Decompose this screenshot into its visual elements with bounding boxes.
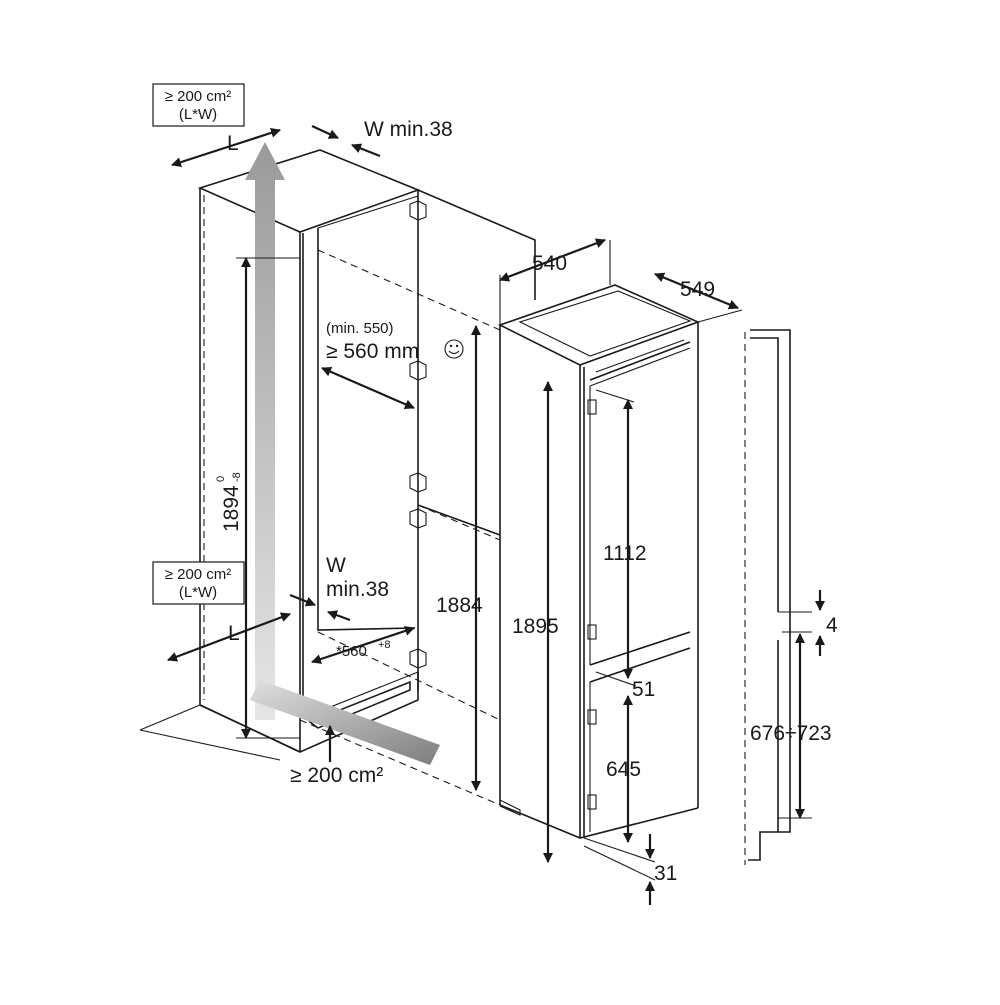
label-549: 549 [680,278,715,301]
label-51: 51 [632,678,655,701]
vent-box-mid: ≥ 200 cm² (L*W) [152,561,245,605]
label-w-min38-top: W min.38 [364,118,453,141]
label-540: 540 [532,252,567,275]
dim-w-top-b [351,143,381,158]
label-31: 31 [654,862,677,885]
appliance-body [497,284,701,839]
label-1894-group: 1894 0 -8 [215,472,243,532]
dim-w-top-a [311,125,339,139]
label-645: 645 [606,758,641,781]
label-niche-height: 1894 [220,485,243,532]
door-profile [744,329,812,865]
dim-w-mid-b [327,610,351,622]
label-vent-bottom: ≥ 200 cm² [290,764,383,787]
vent-box-mid-line2: (L*W) [179,584,217,601]
smiley-icon [444,339,464,359]
dim-560mm [321,366,415,410]
vent-box-top: ≥ 200 cm² (L*W) [152,83,245,127]
label-4: 4 [826,614,838,637]
label-niche-depth: *560 [336,643,367,660]
label-min38-mid: min.38 [326,578,389,601]
label-w-mid: W [326,554,346,577]
dim-540 [499,238,606,282]
dim-L-top [171,128,281,167]
label-L-bottom: L [228,622,240,645]
dim-w-mid-a [289,593,316,607]
vent-box-top-line2: (L*W) [179,106,217,123]
label-1895: 1895 [512,615,559,638]
vent-box-mid-line1: ≥ 200 cm² [165,566,232,583]
dim-L-bottom [167,612,291,662]
dim-560-depth [311,626,415,664]
airflow-arrow-icon [245,142,440,765]
label-min560: ≥ 560 mm [326,340,419,363]
label-1112: 1112 [603,542,647,565]
dim-549 [654,272,739,310]
vent-box-top-line1: ≥ 200 cm² [165,88,232,105]
label-676-723: 676÷723 [750,722,832,745]
label-niche-depth-sup: +8 [378,639,391,651]
label-niche-height-sub: -8 [231,472,243,482]
label-niche-height-sup: 0 [215,476,227,482]
label-L-top: L [227,132,239,155]
label-1884: 1884 [436,594,483,617]
label-min550: (min. 550) [326,320,394,337]
